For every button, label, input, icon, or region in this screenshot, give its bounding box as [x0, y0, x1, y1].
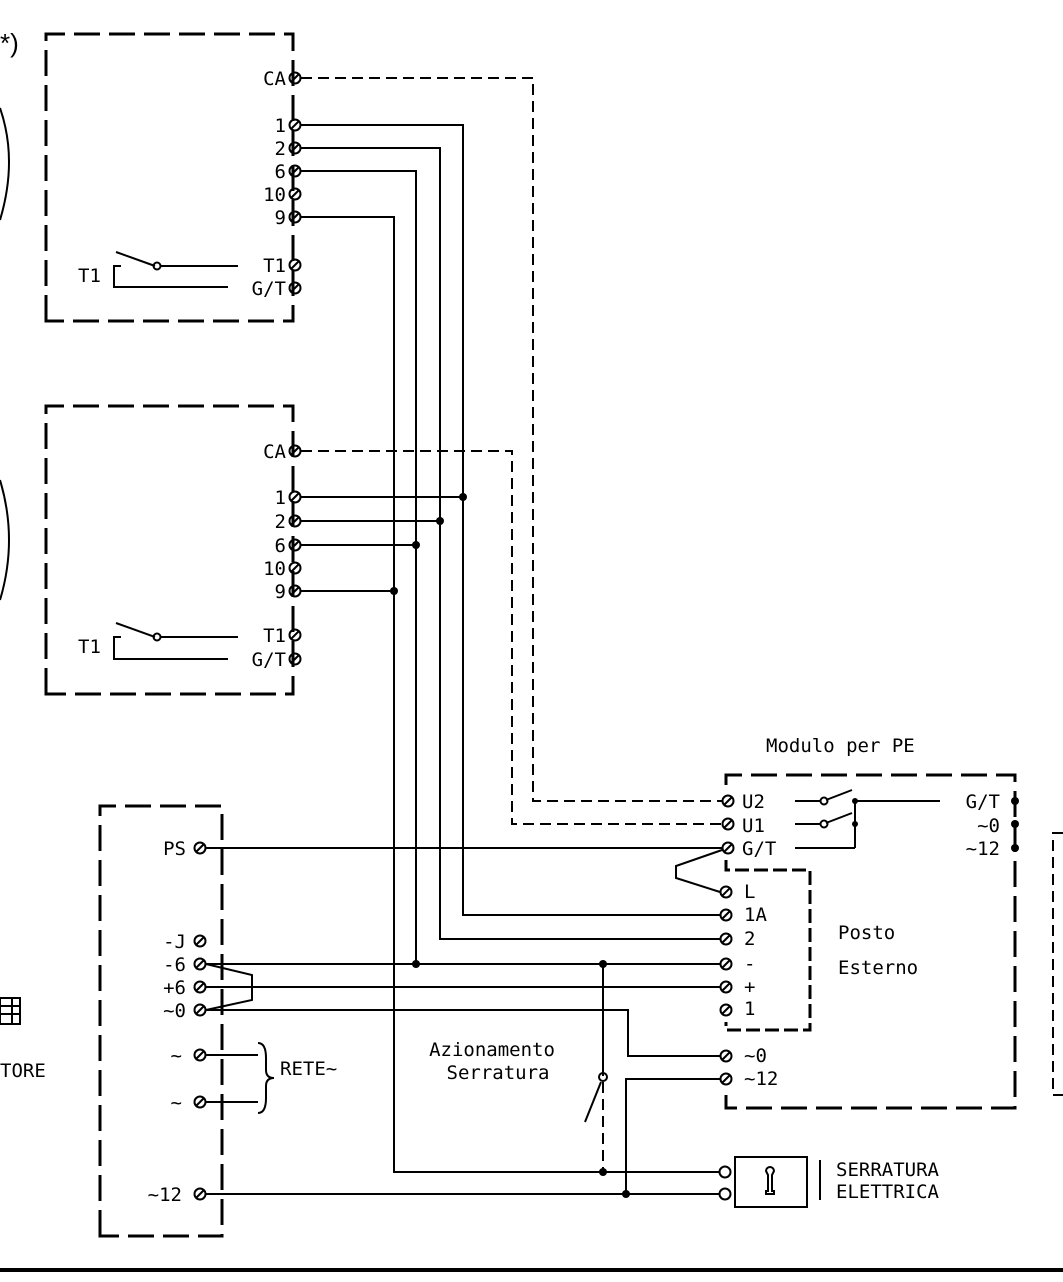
- unit-top-terminal-2: 2: [275, 138, 286, 160]
- unit-top-border: [44, 32, 295, 323]
- module-relays: [795, 789, 940, 849]
- post-terminal-1: 1: [744, 998, 755, 1020]
- unit-bottom-terminal-ca: CA: [263, 441, 286, 463]
- cut-off-symbol: [0, 997, 21, 1025]
- psu-screw-terminals: [193, 841, 207, 1201]
- wire-2: [301, 147, 720, 940]
- unit-top-terminal-6: 6: [275, 161, 286, 183]
- psu-terminal-ps: PS: [163, 838, 186, 860]
- unit-bottom-terminal-9: 9: [275, 581, 286, 603]
- module-output-gt: G/T: [966, 791, 1000, 813]
- actuator-contact: [584, 1081, 602, 1123]
- module-terminal-u1: U1: [742, 815, 765, 837]
- wire-1: [301, 124, 720, 916]
- unit-top-terminal-9: 9: [275, 207, 286, 229]
- internal-unit-top: CA 1 2 6 10 9 T1 G/T T1: [0, 32, 302, 323]
- posto-label-line2: Esterno: [838, 957, 918, 979]
- post-terminal-ac12: ~12: [744, 1068, 778, 1090]
- unit-bottom-t1-switch: [113, 622, 238, 660]
- lock-label-line1: SERRATURA: [836, 1159, 940, 1181]
- unit-top-terminal-10: 10: [263, 184, 286, 206]
- lock-body: [734, 1156, 808, 1208]
- psu-terminal-minus6: -6: [163, 954, 186, 976]
- unit-top-screw-terminals: [288, 71, 302, 295]
- unit-bottom-terminal-t1: T1: [263, 625, 286, 647]
- rete-label: RETE~: [280, 1058, 337, 1080]
- actuator-label-line2: Serratura: [447, 1062, 550, 1084]
- module-per-pe: Modulo per PE U2 U1 G/T G/T ~0 ~12: [724, 735, 1019, 1110]
- wire-ac0: [206, 1009, 720, 1057]
- unit-bottom-terminal-2: 2: [275, 511, 286, 533]
- psu-terminal-ac-b: ~: [171, 1092, 182, 1114]
- wires: [206, 77, 723, 1198]
- post-terminal-l: L: [744, 881, 755, 903]
- post-terminal-2: 2: [744, 928, 755, 950]
- unit-top-terminal-t1: T1: [263, 255, 286, 277]
- right-edge-box: [1052, 832, 1063, 1096]
- module-terminal-u2: U2: [742, 791, 765, 813]
- module-output-ac0: ~0: [977, 815, 1000, 837]
- psu-terminal-ac0: ~0: [163, 1000, 186, 1022]
- post-terminal-1a: 1A: [744, 904, 767, 926]
- psu-terminal-j: -J: [163, 931, 186, 953]
- psu-terminal-ac12: ~12: [148, 1184, 182, 1206]
- handset-arc-top: [0, 107, 10, 221]
- internal-unit-bottom: CA 1 2 6 10 9 T1 G/T T1: [0, 404, 302, 696]
- wire-6: [301, 170, 417, 964]
- post-terminal-minus: -: [744, 953, 755, 975]
- psu-terminal-ac-a: ~: [171, 1045, 182, 1067]
- module-border: [724, 773, 1017, 1110]
- keyhole-icon: [764, 1166, 776, 1195]
- unit-bottom-terminal-gt: G/T: [252, 649, 286, 671]
- unit-top-terminal-ca: CA: [263, 68, 286, 90]
- module-output-ac12: ~12: [966, 838, 1000, 860]
- actuator-label-line1: Azionamento: [429, 1039, 555, 1061]
- module-title: Modulo per PE: [766, 735, 915, 757]
- rete-brace: [257, 1042, 275, 1114]
- power-supply-border: [98, 804, 224, 1238]
- unit-top-t1-switch: [113, 251, 238, 288]
- module-terminal-gt: G/T: [742, 838, 776, 860]
- power-supply: PS -J -6 +6 ~0 ~ ~ ~12 RETE~ TORE: [0, 804, 337, 1238]
- cut-label: TORE: [0, 1060, 46, 1082]
- corner-note: *): [0, 28, 19, 58]
- unit-top-terminal-gt: G/T: [252, 278, 286, 300]
- wire-ca-bottom: [301, 450, 722, 825]
- unit-bottom-screw-terminals: [288, 444, 302, 666]
- unit-bottom-switch-label: T1: [78, 636, 101, 658]
- unit-bottom-terminal-6: 6: [275, 535, 286, 557]
- unit-top-terminal-1: 1: [275, 115, 286, 137]
- unit-bottom-border: [44, 404, 295, 696]
- psu-terminal-plus6: +6: [163, 977, 186, 999]
- electric-lock: SERRATURA ELETTRICA: [718, 1156, 940, 1208]
- unit-bottom-terminal-1: 1: [275, 487, 286, 509]
- post-terminal-plus: +: [744, 976, 755, 998]
- module-screw-terminals: [719, 794, 735, 1086]
- posto-label-line1: Posto: [838, 922, 895, 944]
- unit-top-switch-label: T1: [78, 265, 101, 287]
- handset-arc-bottom: [0, 479, 10, 601]
- bottom-rule: [0, 1268, 1063, 1272]
- posto-esterno-border: [724, 860, 812, 1032]
- wire-gt-l: [675, 849, 723, 893]
- wire-ac12-branch: [625, 1078, 720, 1194]
- post-terminal-ac0: ~0: [744, 1045, 767, 1067]
- posto-esterno: Posto Esterno L 1A 2 - + 1 ~0 ~12: [719, 794, 918, 1090]
- lock-label-line2: ELETTRICA: [836, 1181, 940, 1203]
- wire-9: [301, 216, 720, 1173]
- unit-bottom-terminal-10: 10: [263, 558, 286, 580]
- module-output-dots: [1011, 797, 1019, 852]
